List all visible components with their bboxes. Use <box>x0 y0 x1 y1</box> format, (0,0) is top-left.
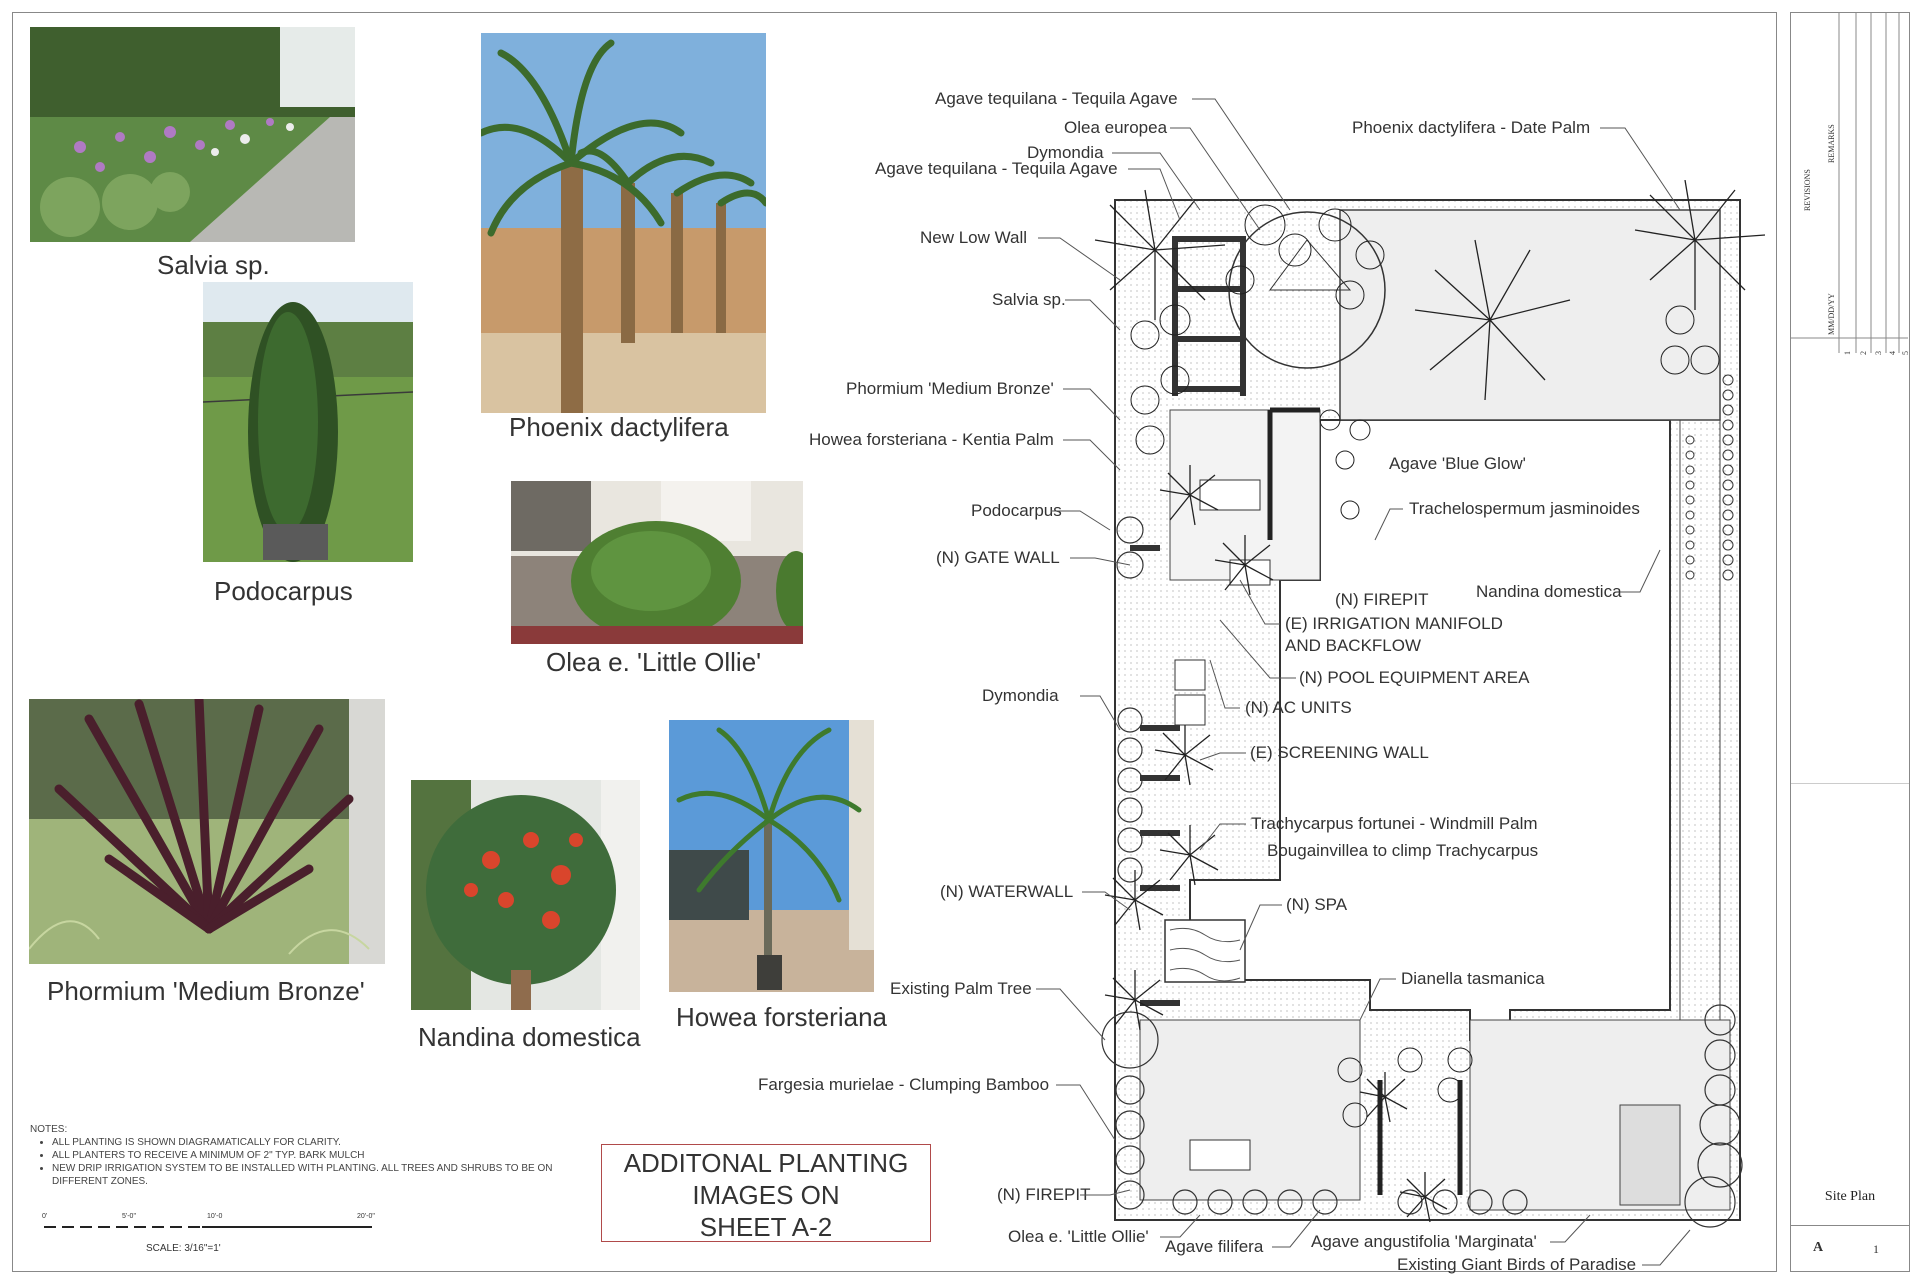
notes-title: NOTES: <box>30 1124 68 1135</box>
revision-row: 2 <box>1859 351 1868 355</box>
notes: NOTES: ALL PLANTING IS SHOWN DIAGRAMATIC… <box>30 1123 570 1188</box>
label-firepit-top: (N) FIREPIT <box>1335 590 1429 609</box>
revision-row: 4 <box>1888 351 1897 355</box>
note-item: ALL PLANTING IS SHOWN DIAGRAMATICALLY FO… <box>52 1136 570 1149</box>
label-spa: (N) SPA <box>1286 895 1348 914</box>
label-dianella: Dianella tasmanica <box>1401 969 1545 988</box>
label-new-low-wall: New Low Wall <box>920 228 1028 247</box>
label-agave-angustifolia: Agave angustifolia 'Marginata' <box>1311 1232 1537 1251</box>
revisions-header: REVISIONS <box>1803 169 1812 211</box>
label-salvia: Salvia sp. <box>992 290 1066 309</box>
photo-podocarpus <box>203 282 413 562</box>
label-olea-little: Olea e. 'Little Ollie' <box>1008 1227 1149 1246</box>
title-block-divider <box>1791 783 1909 784</box>
label-dymondia: Dymondia <box>982 686 1059 705</box>
label-agave-tequilana: Agave tequilana - Tequila Agave <box>935 89 1178 108</box>
label-gate-wall: (N) GATE WALL <box>936 548 1060 567</box>
sheet-letter: A <box>1813 1240 1824 1255</box>
label-existing-palm: Existing Palm Tree <box>890 979 1032 998</box>
label-howea: Howea forsteriana - Kentia Palm <box>809 430 1054 449</box>
label-phormium: Phormium 'Medium Bronze' <box>846 379 1054 398</box>
box-note-line: ADDITONAL PLANTING <box>623 1148 909 1178</box>
scale-tick: 0' <box>42 1213 48 1220</box>
label-agave-filifera: Agave filifera <box>1165 1237 1264 1256</box>
label-dymondia-top: Dymondia <box>1027 143 1104 162</box>
box-note-line: SHEET A-2 <box>699 1212 833 1242</box>
scale-tick: 5'-0" <box>122 1213 136 1220</box>
photo-phoenix <box>481 33 766 413</box>
box-note-line: IMAGES ON <box>692 1180 840 1210</box>
photo-olea <box>511 481 803 644</box>
photo-howea <box>669 720 874 992</box>
label-nandina: Nandina domestica <box>1476 582 1622 601</box>
title-block: REVISIONS REMARKS MM/DD/YY 1 2 3 4 5 Sit… <box>1790 12 1910 1272</box>
photo-salvia <box>30 27 355 242</box>
label-agave-blue-glow: Agave 'Blue Glow' <box>1389 454 1526 473</box>
photo-phormium <box>29 699 385 964</box>
caption-phoenix: Phoenix dactylifera <box>509 412 729 442</box>
additional-images-note: ADDITONAL PLANTING IMAGES ON SHEET A-2 <box>601 1144 931 1242</box>
label-irrigation: (E) IRRIGATION MANIFOLD <box>1285 614 1503 633</box>
label-trachelospermum: Trachelospermum jasminoides <box>1409 499 1640 518</box>
label-fargesia: Fargesia murielae - Clumping Bamboo <box>758 1075 1050 1094</box>
label-pool-equipment: (N) POOL EQUIPMENT AREA <box>1299 668 1530 687</box>
sheet-number: 1 <box>1873 1242 1879 1256</box>
label-giant-birds: Existing Giant Birds of Paradise <box>1397 1255 1637 1274</box>
label-agave-tequilana-2: Agave tequilana - Tequila Agave <box>875 159 1118 178</box>
label-trachycarpus: Trachycarpus fortunei - Windmill Palm <box>1251 814 1538 833</box>
label-waterwall: (N) WATERWALL <box>940 882 1074 901</box>
label-irrigation-2: AND BACKFLOW <box>1285 636 1422 655</box>
sheet-name: Site Plan <box>1824 1189 1876 1204</box>
date-header: MM/DD/YY <box>1827 293 1836 335</box>
label-ac-units: (N) AC UNITS <box>1245 698 1352 717</box>
caption-salvia: Salvia sp. <box>157 250 270 280</box>
site-plan <box>1080 179 1780 1250</box>
label-olea-europea: Olea europea <box>1064 118 1168 137</box>
note-item: ALL PLANTERS TO RECEIVE A MINIMUM OF 2" … <box>52 1149 570 1162</box>
label-bougainvillea: Bougainvillea to climp Trachycarpus <box>1267 841 1539 860</box>
caption-nandina: Nandina domestica <box>418 1022 641 1052</box>
caption-phormium: Phormium 'Medium Bronze' <box>47 976 365 1006</box>
caption-olea: Olea e. 'Little Ollie' <box>546 647 762 677</box>
scale-tick: 20'-0" <box>357 1213 375 1220</box>
label-firepit-bottom: (N) FIREPIT <box>997 1185 1091 1204</box>
sheet-number-box: A 1 <box>1791 1225 1909 1274</box>
revision-row: 1 <box>1843 351 1852 355</box>
note-item: NEW DRIP IRRIGATION SYSTEM TO BE INSTALL… <box>52 1162 570 1188</box>
photo-nandina <box>411 780 640 1010</box>
label-phoenix-date-palm: Phoenix dactylifera - Date Palm <box>1352 118 1591 137</box>
scale-label: SCALE: 3/16"=1' <box>146 1243 221 1254</box>
scale-tick: 10'-0 <box>207 1213 223 1220</box>
revision-row: 3 <box>1874 351 1883 355</box>
scale-bar: 0' 5'-0" 10'-0 20'-0" SCALE: 3/16"=1' <box>42 1213 382 1255</box>
caption-podocarpus: Podocarpus <box>214 576 353 606</box>
label-podocarpus: Podocarpus <box>971 501 1062 520</box>
revision-row: 5 <box>1901 351 1910 355</box>
label-screening-wall: (E) SCREENING WALL <box>1250 743 1429 762</box>
caption-howea: Howea forsteriana <box>676 1002 887 1032</box>
remarks-header: REMARKS <box>1827 124 1836 163</box>
drawing-sheet <box>12 12 1777 1272</box>
